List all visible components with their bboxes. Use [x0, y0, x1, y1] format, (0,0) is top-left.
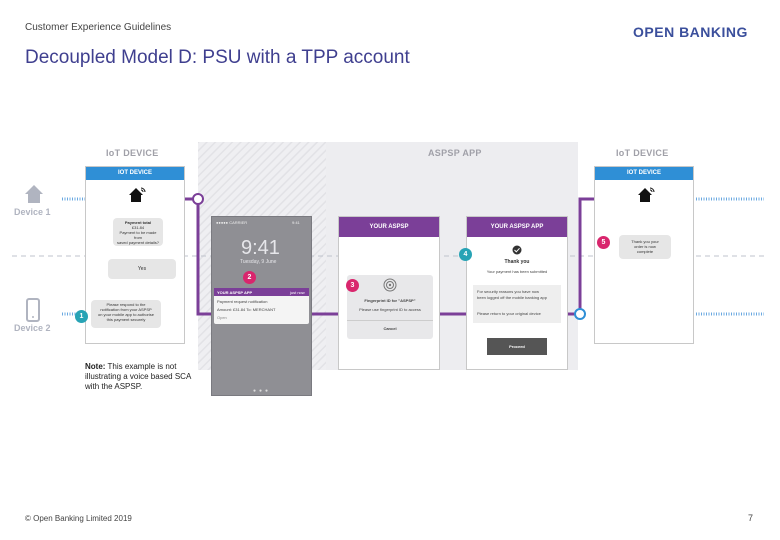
lock-time: 9:41 [241, 237, 280, 259]
notification-header: YOUR ASPSP APP just now [214, 288, 309, 296]
device2-label: Device 2 [14, 323, 51, 333]
phone-lock-screen: ●●●●● CARRIER 9:41 9:41 Tuesday, 9 June … [211, 216, 312, 396]
flow-endpoint-start [192, 193, 204, 205]
brand-logo: OPEN BANKING [633, 24, 748, 40]
aspsp-screen-thankyou: YOUR ASPSP APP Thank you Your payment ha… [466, 216, 568, 370]
step-badge-4: 4 [459, 248, 472, 261]
footer-copyright: © Open Banking Limited 2019 [25, 514, 132, 523]
notification-open[interactable]: Open [217, 315, 227, 320]
bubble-line: £31.84 [131, 225, 145, 230]
iot-screen-left: IOT DEVICE Payment total £31.84 Payment … [85, 166, 185, 344]
fingerprint-icon [383, 278, 397, 292]
bubble-line: Please respond to the [106, 302, 146, 307]
header-subtitle: Customer Experience Guidelines [25, 22, 172, 33]
bubble-line: notification from your ASPSP [100, 307, 152, 312]
note-label: Note: [85, 362, 106, 371]
status-time: 9:41 [292, 220, 300, 225]
house-icon [25, 185, 43, 203]
notification-card[interactable]: YOUR ASPSP APP just now Payment request … [214, 288, 309, 324]
bubble-line: this payment securely [106, 317, 146, 322]
bubble-line: saved payment details? [116, 240, 160, 245]
page-dots: ●●● [253, 388, 272, 394]
smartphone-icon [26, 298, 40, 322]
iot-screen-right-bar: IOT DEVICE [595, 167, 693, 180]
page-number: 7 [748, 513, 754, 523]
bubble-line: Payment to be made from [119, 230, 157, 240]
success-check-icon [512, 245, 522, 255]
info-line: Please return to your original device [477, 311, 541, 316]
step-badge-1: 1 [75, 310, 88, 323]
bubble-line: complete [636, 249, 654, 254]
bubble-line: Payment total [124, 220, 152, 225]
band-label-aspsp: ASPSP APP [428, 148, 482, 158]
notification-title: Payment request notification [217, 299, 268, 304]
thank-you-heading: Thank you [504, 259, 530, 265]
step-badge-2: 2 [243, 271, 256, 284]
diagram-note: Note: This example is not illustrating a… [85, 362, 205, 392]
house-wifi-icon [638, 187, 655, 202]
band-label-iot-right: IoT DEVICE [616, 148, 669, 158]
info-line: been logged off the mobile banking app [477, 295, 547, 300]
chat-bubble-respond: Please respond to the notification from … [91, 300, 161, 328]
iot-screen-right: IOT DEVICE Thank you your order is now c… [594, 166, 694, 344]
chat-bubble-yes: Yes [108, 259, 176, 279]
house-wifi-icon [129, 187, 146, 202]
chat-bubble-payment-total: Payment total £31.84 Payment to be made … [113, 218, 163, 246]
cancel-button[interactable]: Cancel [383, 326, 397, 331]
chat-bubble-order-complete: Thank you your order is now complete [619, 235, 671, 259]
payment-submitted-text: Your payment has been submitted [486, 269, 548, 274]
fingerprint-title: Fingerprint ID for "ASPSP" [364, 298, 416, 303]
proceed-button[interactable]: Proceed [487, 338, 547, 355]
aspsp-screen2-bar: YOUR ASPSP APP [467, 217, 567, 237]
fingerprint-text: Please use fingerprint ID to access [359, 307, 421, 312]
notification-app: YOUR ASPSP APP [217, 289, 253, 295]
dialog-divider [347, 320, 433, 321]
info-line: For security reasons you have now [477, 289, 540, 294]
note-text: This example is not illustrating a voice… [85, 362, 191, 391]
aspsp-screen1-bar: YOUR ASPSP [339, 217, 439, 237]
step-badge-3: 3 [346, 279, 359, 292]
bubble-line: order is now [634, 244, 656, 249]
device1-label: Device 1 [14, 207, 51, 217]
status-carrier: ●●●●● CARRIER [216, 220, 248, 225]
aspsp-screen-fingerprint: YOUR ASPSP Fingerprint ID for "ASPSP" Pl… [338, 216, 440, 370]
band-label-iot-left: IoT DEVICE [106, 148, 159, 158]
notification-amount: Amount: £31.84 To: MERCHANT [217, 307, 276, 312]
flow-endpoint-end [574, 308, 586, 320]
fingerprint-dialog: Fingerprint ID for "ASPSP" Please use fi… [347, 275, 433, 339]
lock-date: Tuesday, 9 June [240, 259, 277, 265]
iot-screen-left-bar: IOT DEVICE [86, 167, 184, 180]
step-badge-5: 5 [597, 236, 610, 249]
security-info-box: For security reasons you have now been l… [473, 285, 561, 323]
page-title: Decoupled Model D: PSU with a TPP accoun… [25, 47, 410, 68]
bubble-line: on your mobile app to authorise [97, 312, 155, 317]
bubble-line: Thank you your [631, 239, 659, 244]
notification-time: just now [290, 289, 305, 295]
